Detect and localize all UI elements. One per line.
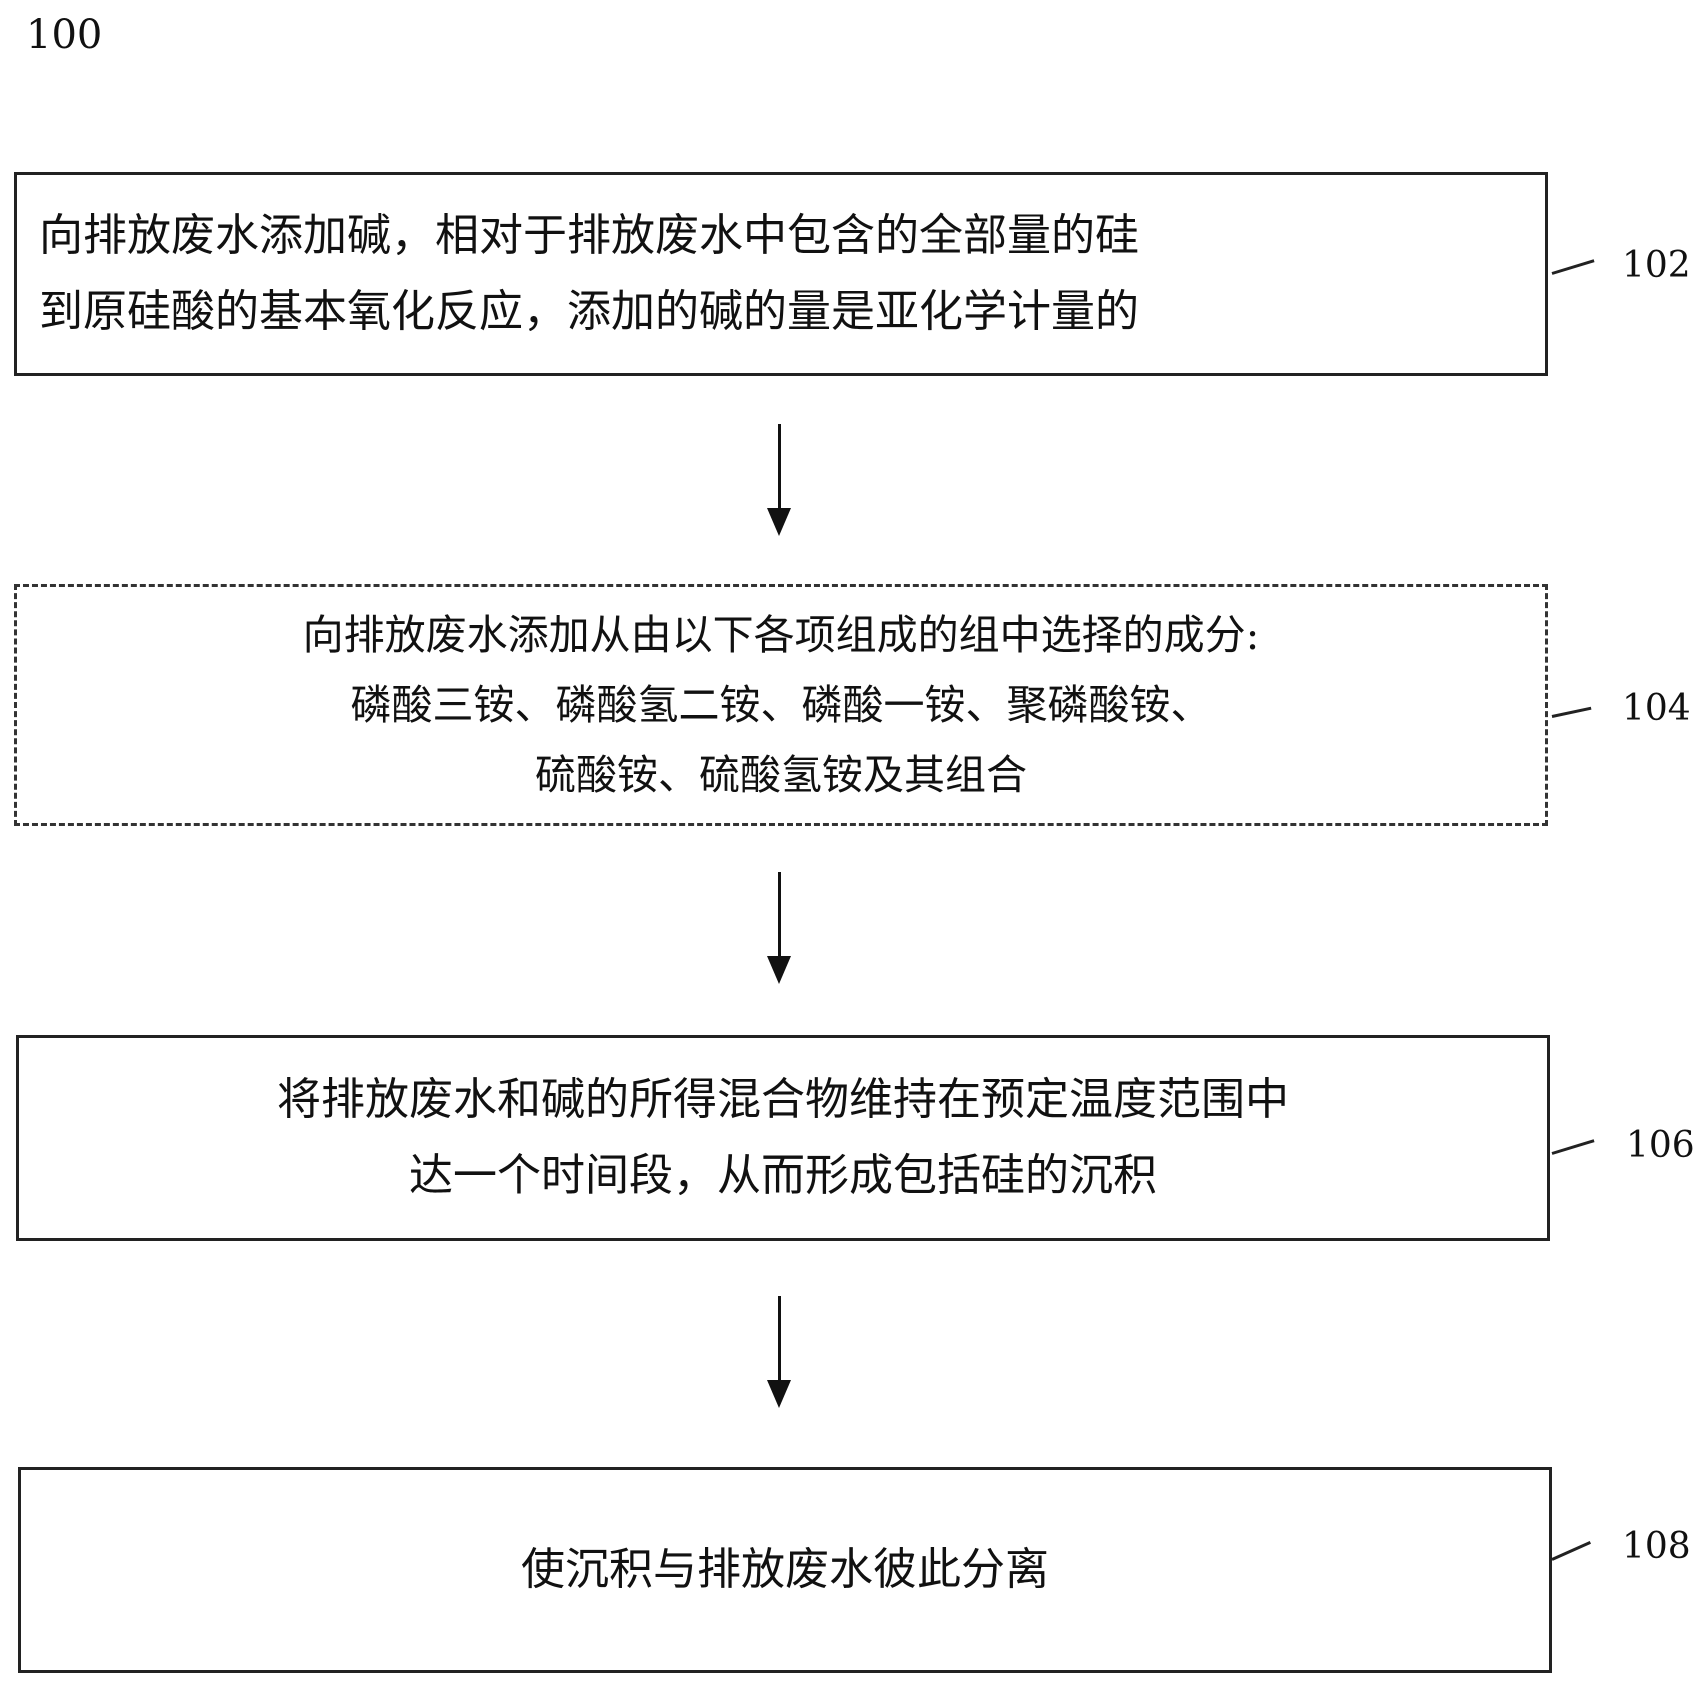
leader-line-106 [1551, 1139, 1595, 1155]
step-ref-106: 106 [1626, 1125, 1695, 1166]
leader-line-104 [1551, 706, 1592, 718]
step-102-line-2: 到原硅酸的基本氧化反应，添加的碱的量是亚化学计量的 [39, 286, 1139, 337]
step-box-104: 向排放废水添加从由以下各项组成的组中选择的成分: 磷酸三铵、磷酸氢二铵、磷酸一铵… [14, 584, 1548, 826]
step-ref-104: 104 [1622, 688, 1691, 729]
step-104-line-3: 硫酸铵、硫酸氢铵及其组合 [535, 751, 1027, 799]
step-102-line-1: 向排放废水添加碱，相对于排放废水中包含的全部量的硅 [39, 210, 1139, 261]
step-box-108: 使沉积与排放废水彼此分离 [18, 1467, 1552, 1673]
step-106-line-1: 将排放废水和碱的所得混合物维持在预定温度范围中 [277, 1074, 1289, 1125]
step-106-line-2: 达一个时间段，从而形成包括硅的沉积 [409, 1150, 1157, 1201]
step-box-106: 将排放废水和碱的所得混合物维持在预定温度范围中 达一个时间段，从而形成包括硅的沉… [16, 1035, 1550, 1241]
figure-number: 100 [26, 12, 103, 58]
step-104-line-1: 向排放废水添加从由以下各项组成的组中选择的成分: [302, 611, 1260, 659]
step-104-line-2: 磷酸三铵、磷酸氢二铵、磷酸一铵、聚磷酸铵、 [350, 681, 1212, 729]
step-ref-108: 108 [1622, 1526, 1691, 1567]
step-ref-102: 102 [1622, 245, 1691, 286]
leader-line-102 [1551, 259, 1595, 275]
step-108-line-1: 使沉积与排放废水彼此分离 [521, 1544, 1049, 1595]
leader-line-108 [1551, 1541, 1591, 1561]
step-box-102: 向排放废水添加碱，相对于排放废水中包含的全部量的硅 到原硅酸的基本氧化反应，添加… [14, 172, 1548, 376]
